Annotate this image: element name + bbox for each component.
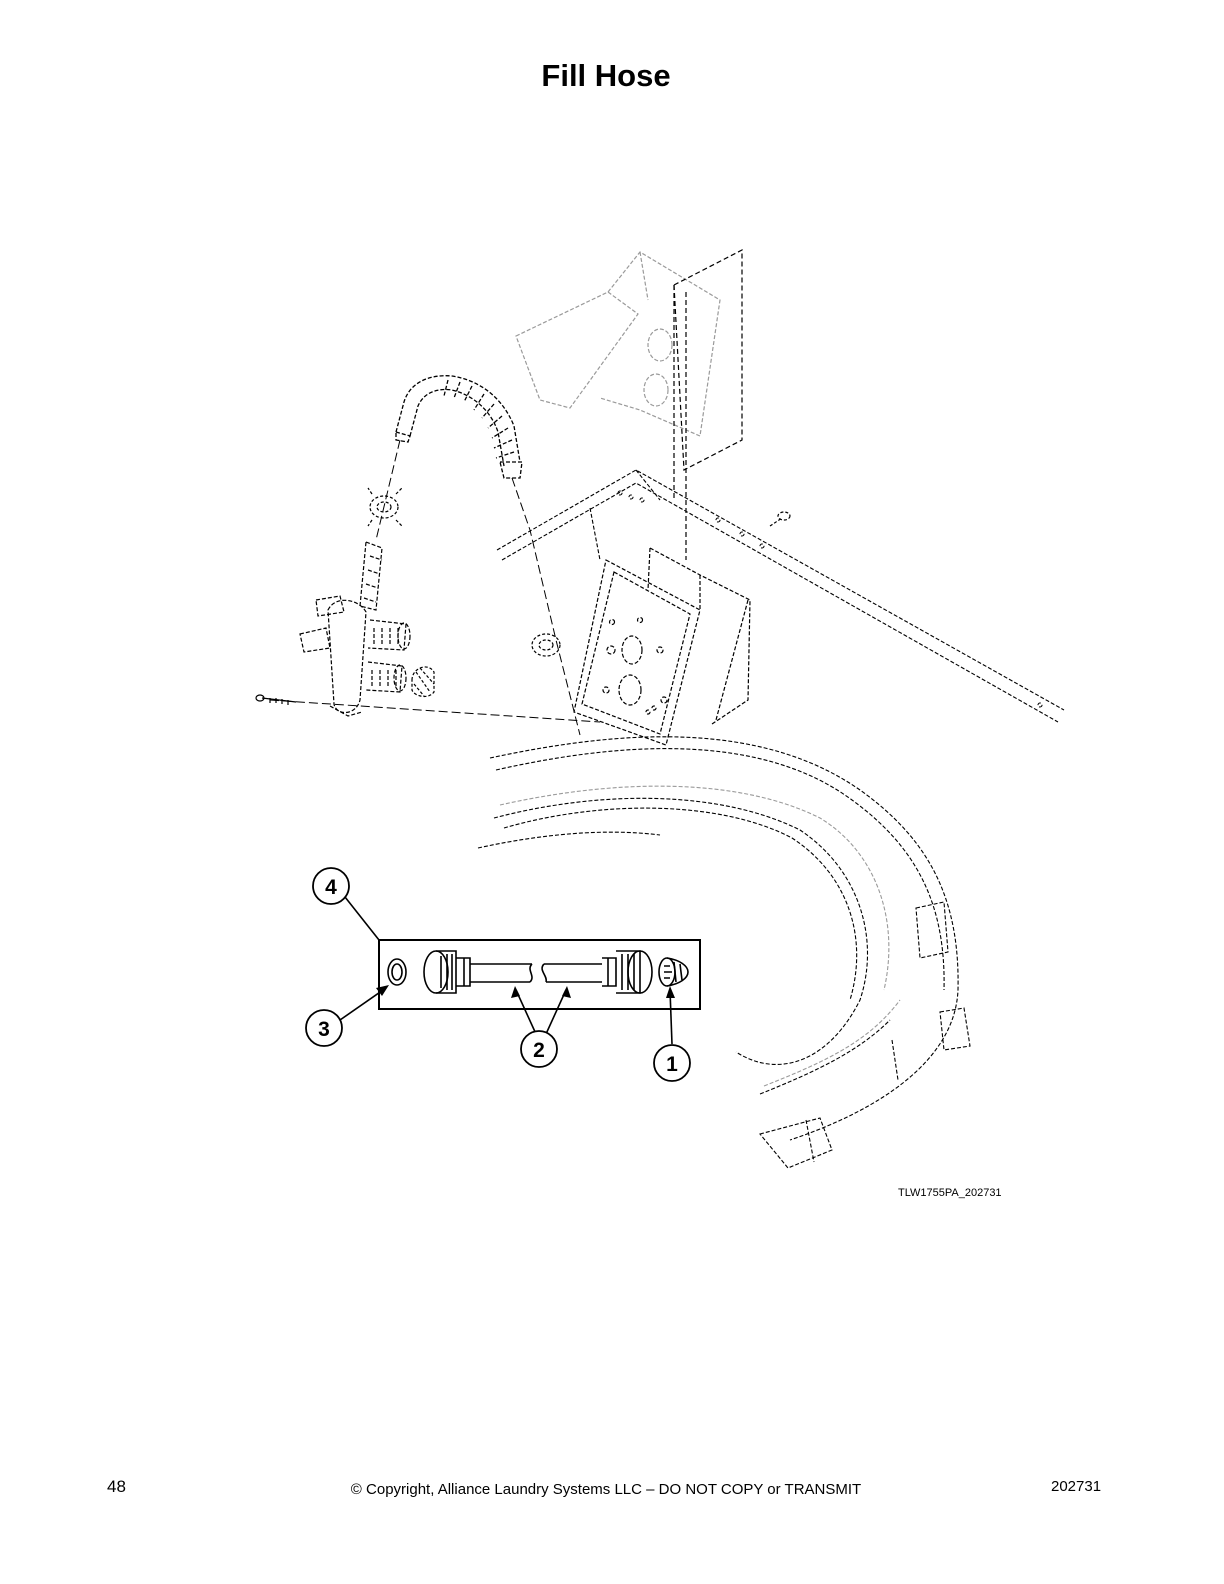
document-number: 202731 bbox=[1051, 1478, 1102, 1495]
valve-screw bbox=[255, 694, 297, 705]
svg-text:2: 2 bbox=[533, 1039, 545, 1062]
fill-hose-detail-parts bbox=[387, 950, 689, 994]
tub-ring-grey bbox=[499, 785, 901, 1087]
callout-3: 3 bbox=[305, 1009, 343, 1047]
assembly-leader-lines bbox=[269, 439, 601, 736]
support-plate bbox=[673, 249, 743, 560]
copyright-notice: © Copyright, Alliance Laundry Systems LL… bbox=[350, 1481, 862, 1498]
filter-screen bbox=[411, 666, 435, 698]
top-rail bbox=[496, 469, 1065, 723]
hose-clamp-lower bbox=[531, 633, 561, 657]
fill-hose-upper bbox=[395, 375, 523, 479]
callout-1: 1 bbox=[653, 1044, 691, 1082]
page-number: 48 bbox=[107, 1477, 126, 1496]
svg-text:3: 3 bbox=[318, 1018, 330, 1041]
callout-4: 4 bbox=[312, 867, 350, 905]
svg-text:4: 4 bbox=[325, 876, 337, 899]
water-inlet-valve bbox=[299, 541, 411, 717]
callout-arrowheads bbox=[376, 985, 675, 998]
rail-screw bbox=[769, 511, 791, 527]
page-title: Fill Hose bbox=[541, 58, 671, 93]
callout-leaders bbox=[339, 896, 673, 1045]
drawing-id: TLW1755PA_202731 bbox=[898, 1187, 1002, 1199]
valve-bracket bbox=[573, 547, 751, 746]
hose-clamp-upper bbox=[367, 487, 403, 527]
background-motor-assembly bbox=[515, 251, 721, 437]
callout-2: 2 bbox=[520, 1030, 558, 1068]
tub-ring bbox=[477, 736, 971, 1169]
svg-text:1: 1 bbox=[666, 1053, 678, 1076]
